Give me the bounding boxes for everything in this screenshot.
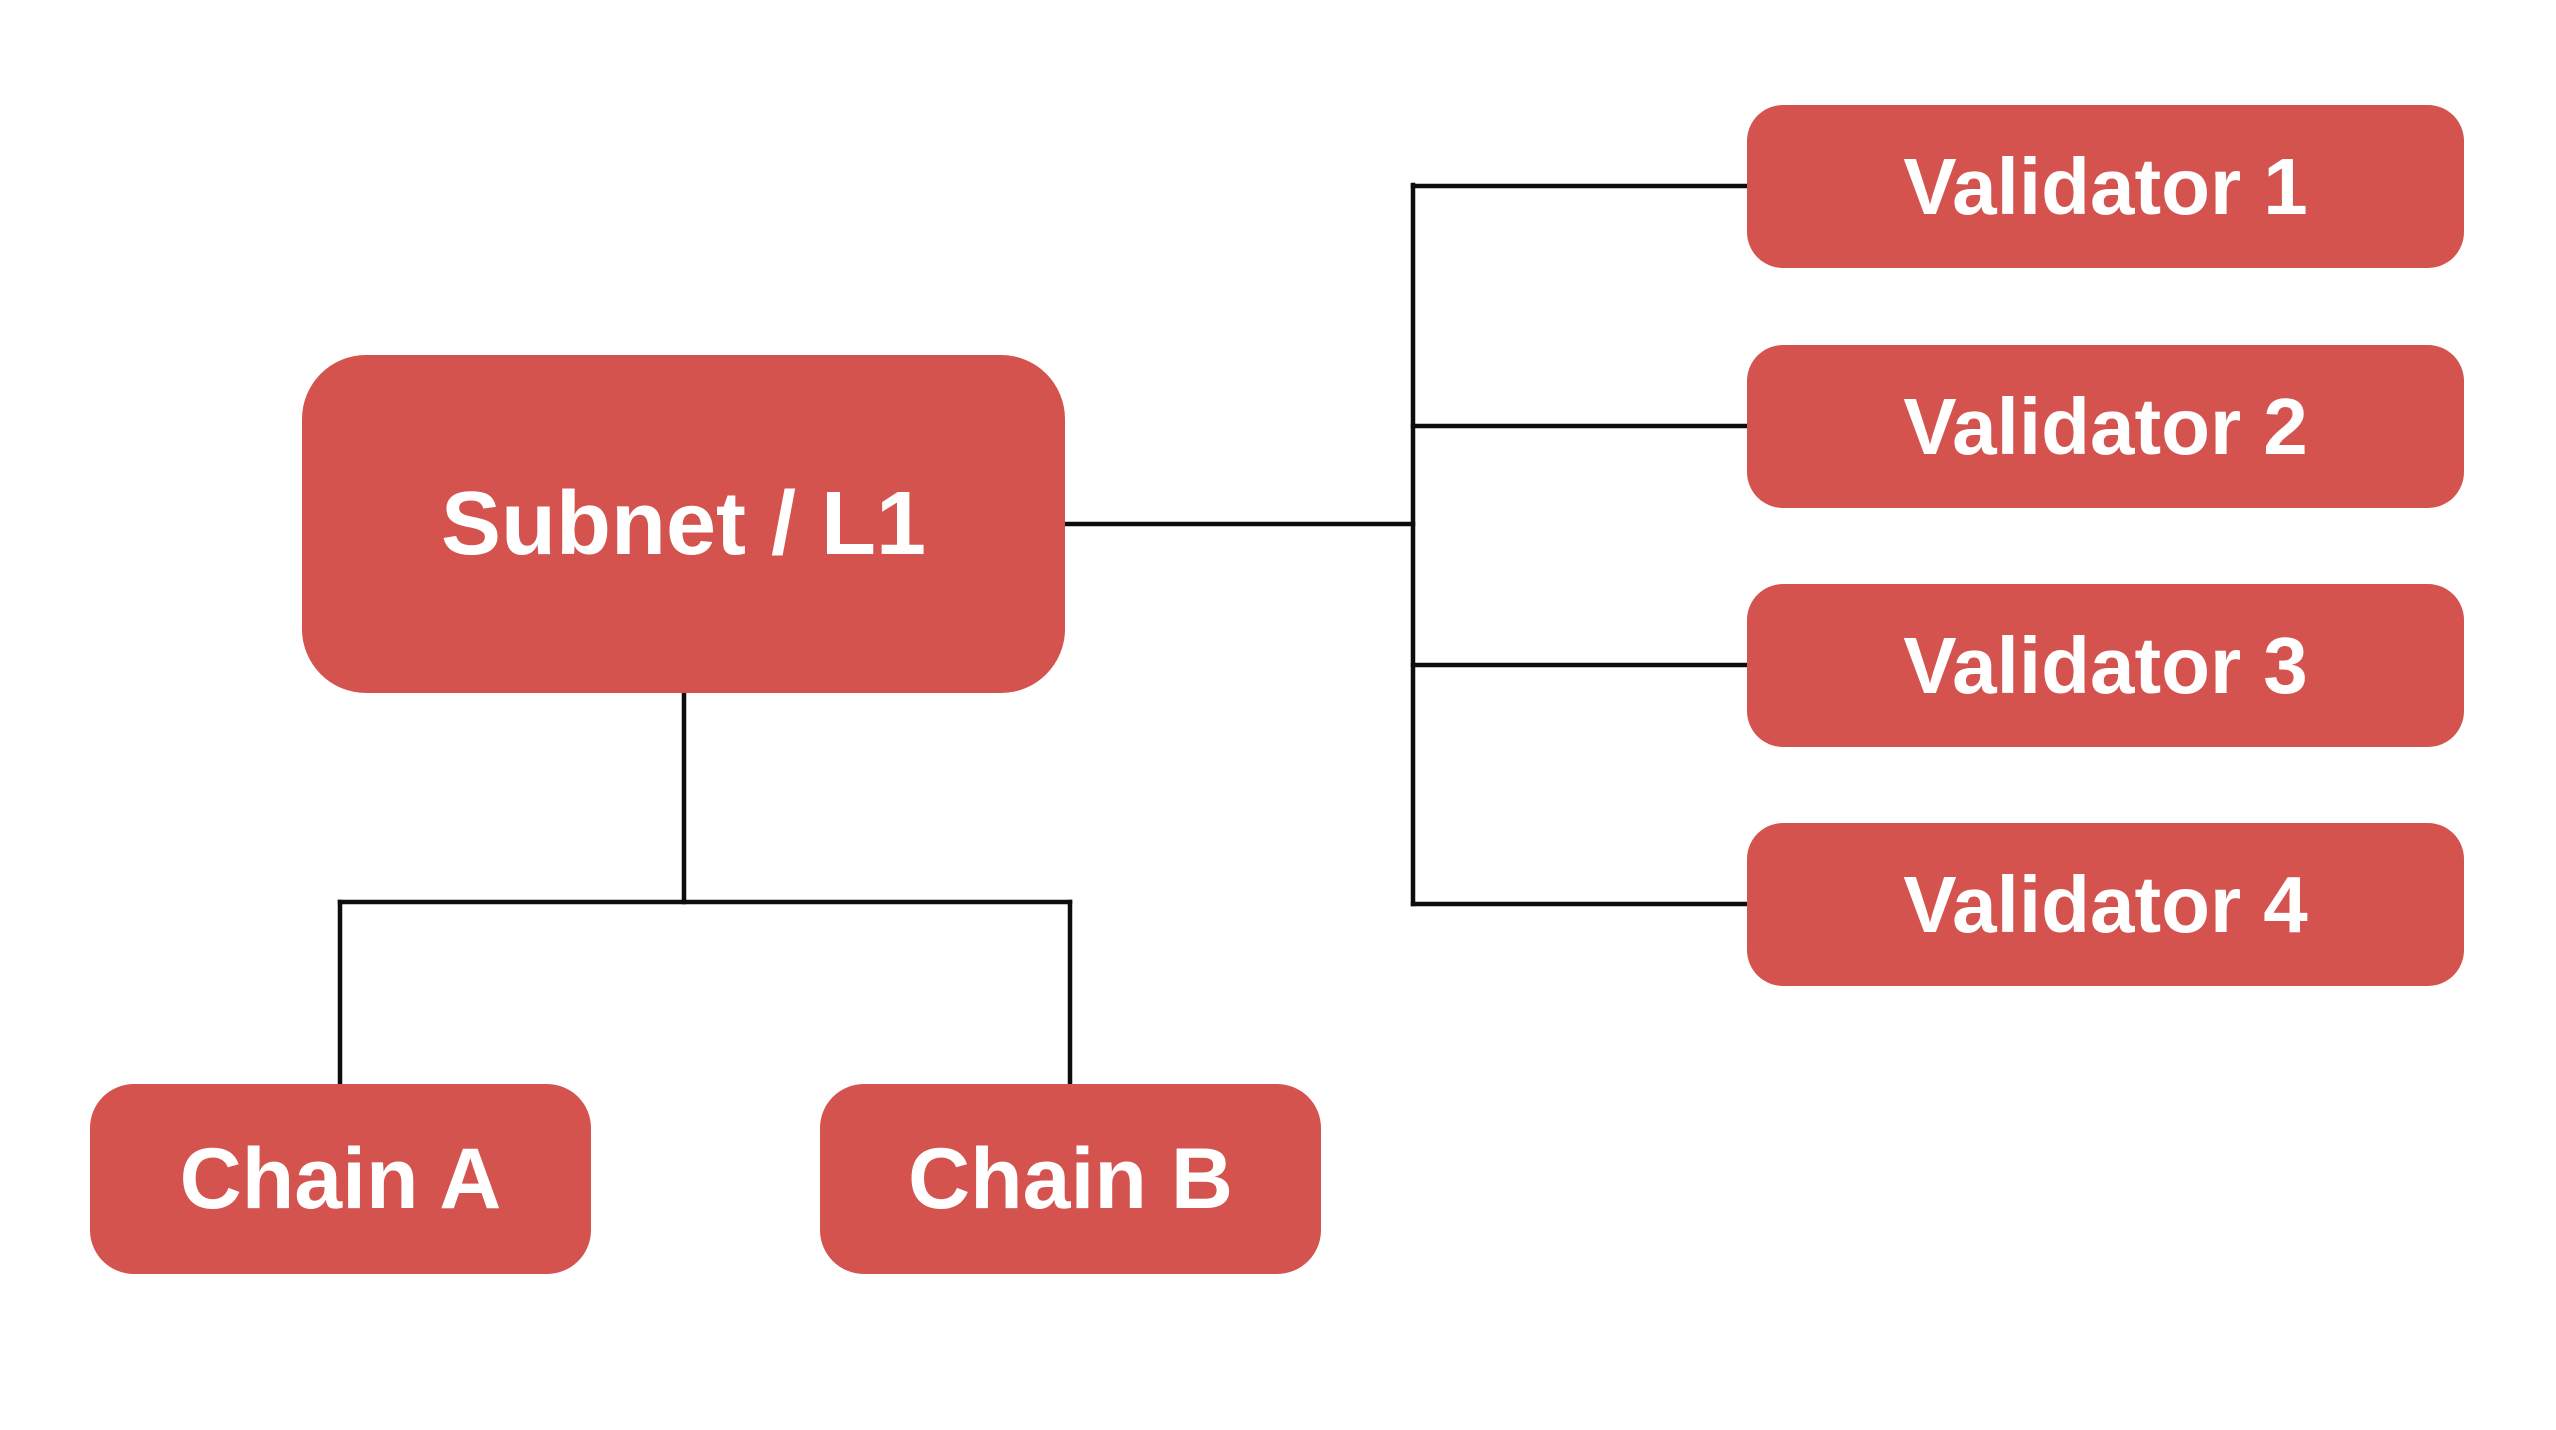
node-chain-a: Chain A <box>90 1084 591 1274</box>
node-box-chain-a <box>90 1084 591 1274</box>
node-subnet: Subnet / L1 <box>302 355 1065 693</box>
node-label-chain-a: Chain A <box>180 1131 502 1227</box>
node-label-validator1: Validator 1 <box>1903 142 2308 231</box>
node-label-validator4: Validator 4 <box>1903 860 2308 949</box>
node-label-validator2: Validator 2 <box>1903 382 2308 471</box>
node-box-validator4 <box>1747 823 2464 986</box>
node-box-validator2 <box>1747 345 2464 508</box>
node-box-validator3 <box>1747 584 2464 747</box>
node-label-validator3: Validator 3 <box>1903 621 2308 710</box>
node-label-chain-b: Chain B <box>908 1131 1233 1227</box>
node-validator3: Validator 3 <box>1747 584 2464 747</box>
node-label-subnet: Subnet / L1 <box>441 474 926 574</box>
node-validator1: Validator 1 <box>1747 105 2464 268</box>
node-validator2: Validator 2 <box>1747 345 2464 508</box>
node-validator4: Validator 4 <box>1747 823 2464 986</box>
node-chain-b: Chain B <box>820 1084 1321 1274</box>
node-box-subnet <box>302 355 1065 693</box>
node-box-chain-b <box>820 1084 1321 1274</box>
node-box-validator1 <box>1747 105 2464 268</box>
